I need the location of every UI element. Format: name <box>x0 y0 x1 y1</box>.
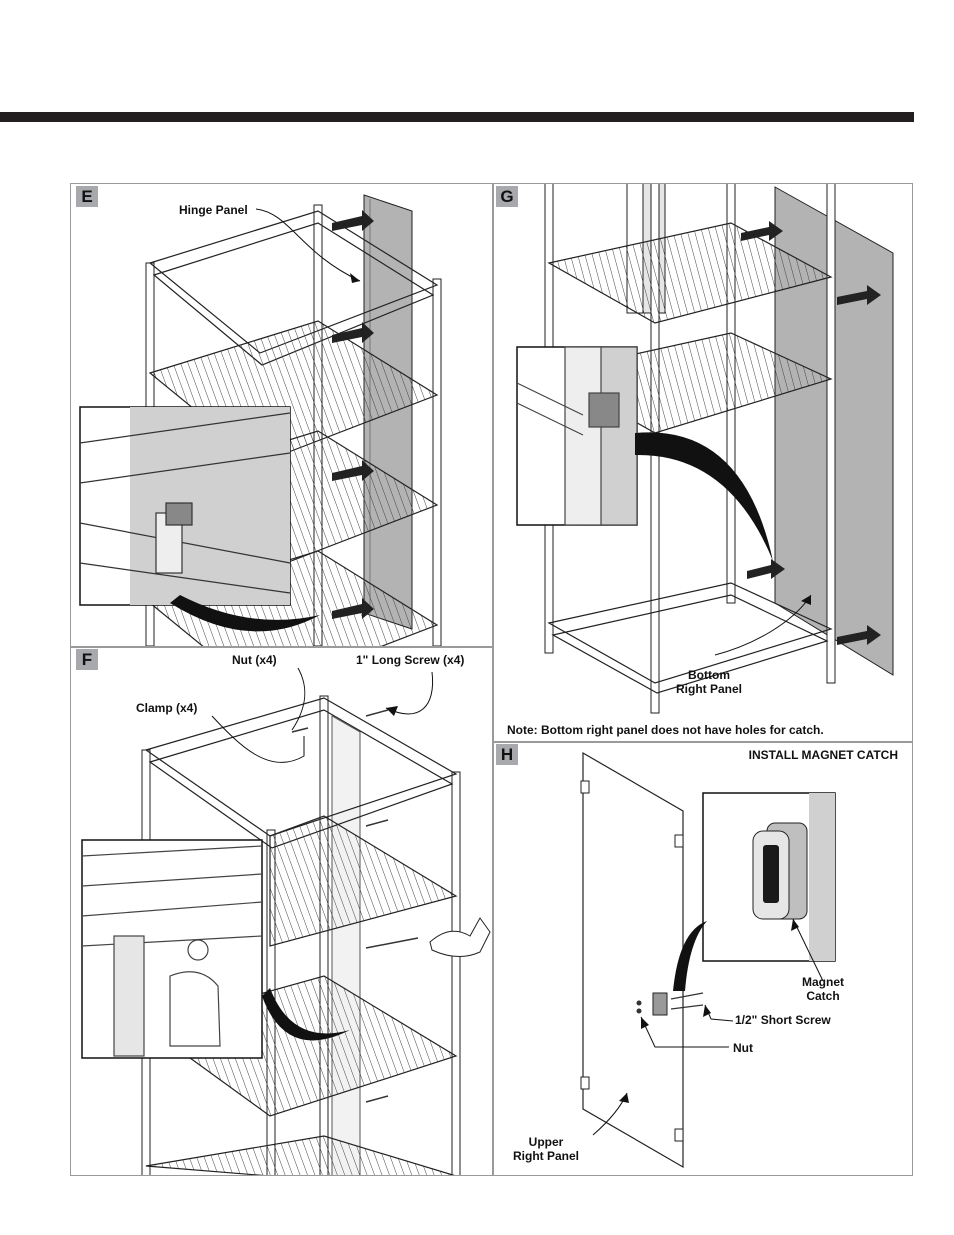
nut-label: Nut <box>733 1041 753 1055</box>
hinge-panel-label: Hinge Panel <box>179 203 248 217</box>
step-h-panel: H INSTALL MAGNET CATCH Magnet Catch 1/2"… <box>493 741 913 1176</box>
magnet-catch-label-line2: Catch <box>806 989 840 1003</box>
bottom-right-panel-label: Bottom Right Panel <box>674 668 744 696</box>
left-horizontal-divider <box>70 646 493 648</box>
step-e-badge: E <box>76 186 98 207</box>
vertical-divider <box>492 183 494 1176</box>
short-screw-label: 1/2" Short Screw <box>735 1013 831 1027</box>
upper-right-panel-label-line1: Upper <box>528 1135 564 1149</box>
step-g-badge: G <box>496 186 518 207</box>
step-e-illustration <box>79 194 442 646</box>
magnet-catch-label: Magnet Catch <box>791 975 855 1003</box>
step-h-title: INSTALL MAGNET CATCH <box>748 748 898 762</box>
step-f-panel: F Nut (x4) 1" Long Screw (x4) Clamp (x4) <box>70 646 493 1176</box>
step-g-panel: G Bottom Right Panel Note: Bottom right … <box>493 183 913 741</box>
step-f-illustration <box>81 667 491 1176</box>
step-f-badge: F <box>76 649 98 670</box>
upper-right-panel-label-line2: Right Panel <box>512 1149 579 1163</box>
bottom-right-panel-label-line1: Bottom <box>688 668 730 682</box>
panel-note: Note: Bottom right panel does not have h… <box>507 723 824 737</box>
nut-count-label: Nut (x4) <box>232 653 277 667</box>
step-h-badge: H <box>496 744 518 765</box>
right-horizontal-divider <box>493 741 913 743</box>
upper-right-panel-label: Upper Right Panel <box>501 1135 591 1163</box>
long-screw-label: 1" Long Screw (x4) <box>356 653 465 667</box>
instruction-frame <box>70 183 913 1176</box>
step-h-illustration <box>580 751 836 1169</box>
clamp-count-label: Clamp (x4) <box>136 701 198 715</box>
step-e-panel: E Hinge Panel <box>70 183 493 646</box>
header-bar <box>0 112 914 122</box>
magnet-catch-label-line1: Magnet <box>802 975 844 989</box>
bottom-right-panel-label-line2: Right Panel <box>675 682 742 696</box>
step-g-illustration <box>516 183 894 714</box>
